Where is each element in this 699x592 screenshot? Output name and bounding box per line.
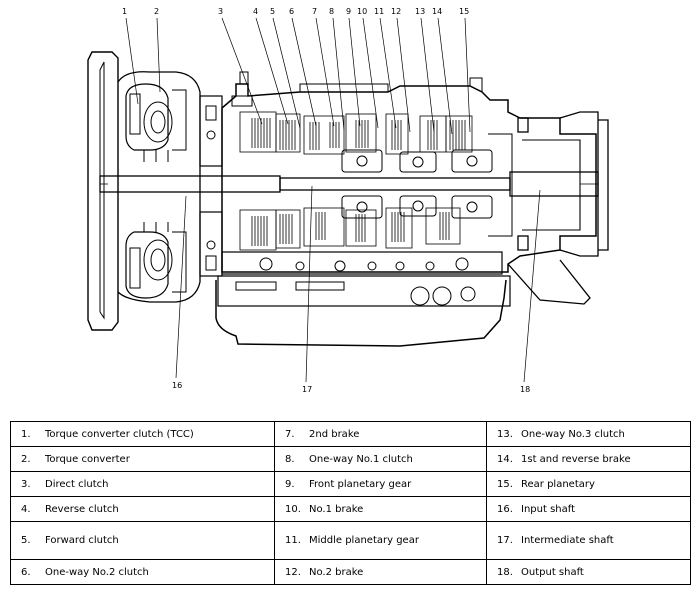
parts-legend-table: 1. Torque converter clutch (TCC) 7. 2nd bra… xyxy=(10,421,691,585)
legend-item-label: Forward clutch xyxy=(45,535,119,546)
legend-item-label: No.2 brake xyxy=(309,566,364,578)
case-top-ribs xyxy=(231,71,483,107)
callout-2: 2 xyxy=(154,7,159,16)
legend-row: 2. Torque converter 8. One-way No.1 clutch 1… xyxy=(10,446,691,472)
legend-item-number: 15. xyxy=(497,478,513,490)
callout-9: 9 xyxy=(346,7,351,16)
legend-item-number: 1. xyxy=(21,428,31,440)
callout-7: 7 xyxy=(312,7,317,16)
legend-item-number: 3. xyxy=(21,478,31,490)
legend-row: 6. One-way No.2 clutch 12. No.2 brake 18. Out… xyxy=(10,559,691,585)
legend-cell: 3. Direct clutch xyxy=(10,471,275,497)
legend-item-number: 13. xyxy=(497,428,513,440)
parts-legend-body: 1. Torque converter clutch (TCC) 7. 2nd bra… xyxy=(10,421,691,585)
legend-cell: 9. Front planetary gear xyxy=(274,471,487,497)
legend-cell: 10. No.1 brake xyxy=(274,496,487,522)
legend-item-number: 8. xyxy=(285,453,295,465)
legend-item-number: 5. xyxy=(21,535,31,546)
legend-cell: 16. Input shaft xyxy=(486,496,691,522)
legend-cell: 8. One-way No.1 clutch xyxy=(274,446,487,472)
legend-item-label: Rear planetary xyxy=(521,478,595,490)
legend-item-label: Middle planetary gear xyxy=(309,535,419,546)
legend-cell: 12. No.2 brake xyxy=(274,559,487,585)
planetary-gears xyxy=(341,149,493,219)
bell-housing xyxy=(87,51,119,331)
callout-17: 17 xyxy=(302,385,312,394)
legend-cell: 7. 2nd brake xyxy=(274,421,487,447)
legend-item-number: 4. xyxy=(21,503,31,515)
callout-13: 13 xyxy=(415,7,425,16)
legend-cell: 5. Forward clutch xyxy=(10,521,275,560)
legend-item-number: 12. xyxy=(285,566,301,578)
legend-row: 4. Reverse clutch 10. No.1 brake 16. Input sh… xyxy=(10,496,691,522)
oil-pump xyxy=(199,95,223,277)
torque-converter-lower xyxy=(125,222,187,299)
clutch-packs-upper xyxy=(239,111,473,155)
legend-item-label: One-way No.1 clutch xyxy=(309,453,413,465)
legend-cell: 11. Middle planetary gear xyxy=(274,521,487,560)
legend-item-number: 9. xyxy=(285,478,295,490)
legend-item-number: 10. xyxy=(285,503,301,515)
legend-item-number: 11. xyxy=(285,535,301,546)
legend-item-label: Output shaft xyxy=(521,566,584,578)
legend-item-number: 6. xyxy=(21,566,31,578)
legend-item-label: One-way No.2 clutch xyxy=(45,566,149,578)
legend-cell: 6. One-way No.2 clutch xyxy=(10,559,275,585)
valve-body xyxy=(217,251,511,307)
extension-housing xyxy=(507,111,609,305)
transmission-drawing: 1 2 3 4 5 6 7 8 9 10 11 12 13 14 15 16 1… xyxy=(87,7,609,394)
legend-cell: 15. Rear planetary xyxy=(486,471,691,497)
clutch-packs-lower xyxy=(239,207,461,251)
callout-6: 6 xyxy=(289,7,294,16)
legend-row: 1. Torque converter clutch (TCC) 7. 2nd bra… xyxy=(10,421,691,447)
legend-row: 3. Direct clutch 9. Front planetary gear 15.… xyxy=(10,471,691,497)
leader-lines xyxy=(125,17,541,383)
legend-item-label: One-way No.3 clutch xyxy=(521,428,625,440)
converter-cover xyxy=(117,71,201,303)
legend-cell: 4. Reverse clutch xyxy=(10,496,275,522)
legend-item-number: 17. xyxy=(497,535,513,546)
legend-cell: 14. 1st and reverse brake xyxy=(486,446,691,472)
callout-12: 12 xyxy=(391,7,401,16)
legend-item-label: Torque converter xyxy=(45,453,130,465)
callout-5: 5 xyxy=(270,7,275,16)
legend-item-number: 16. xyxy=(497,503,513,515)
torque-converter-upper xyxy=(125,83,187,162)
legend-cell: 13. One-way No.3 clutch xyxy=(486,421,691,447)
callout-1: 1 xyxy=(122,7,127,16)
bell-housing-inner xyxy=(99,61,105,320)
legend-item-label: Front planetary gear xyxy=(309,478,412,490)
callout-8: 8 xyxy=(329,7,334,16)
callout-11: 11 xyxy=(374,7,384,16)
callout-14: 14 xyxy=(432,7,442,16)
legend-cell: 1. Torque converter clutch (TCC) xyxy=(10,421,275,447)
legend-item-number: 18. xyxy=(497,566,513,578)
callout-15: 15 xyxy=(459,7,469,16)
callout-4: 4 xyxy=(253,7,258,16)
callout-18: 18 xyxy=(520,385,530,394)
legend-cell: 2. Torque converter xyxy=(10,446,275,472)
legend-item-label: Reverse clutch xyxy=(45,503,119,515)
legend-item-label: 1st and reverse brake xyxy=(521,453,631,465)
callout-10: 10 xyxy=(357,7,367,16)
legend-row: 5. Forward clutch 11. Middle planetary gear… xyxy=(10,521,691,560)
legend-cell: 18. Output shaft xyxy=(486,559,691,585)
legend-item-label: Torque converter clutch (TCC) xyxy=(45,428,194,440)
legend-item-label: 2nd brake xyxy=(309,428,360,440)
legend-item-number: 2. xyxy=(21,453,31,465)
callout-3: 3 xyxy=(218,7,223,16)
legend-item-number: 14. xyxy=(497,453,513,465)
callout-16: 16 xyxy=(172,381,182,390)
transmission-cutaway-diagram: 1 2 3 4 5 6 7 8 9 10 11 12 13 14 15 16 1… xyxy=(87,7,609,394)
oil-pan xyxy=(215,279,507,347)
legend-item-number: 7. xyxy=(285,428,295,440)
legend-item-label: Direct clutch xyxy=(45,478,109,490)
legend-item-label: Input shaft xyxy=(521,503,576,515)
legend-item-label: No.1 brake xyxy=(309,503,364,515)
shafts xyxy=(99,133,599,237)
legend-cell: 17. Intermediate shaft xyxy=(486,521,691,560)
legend-item-label: Intermediate shaft xyxy=(521,535,614,546)
